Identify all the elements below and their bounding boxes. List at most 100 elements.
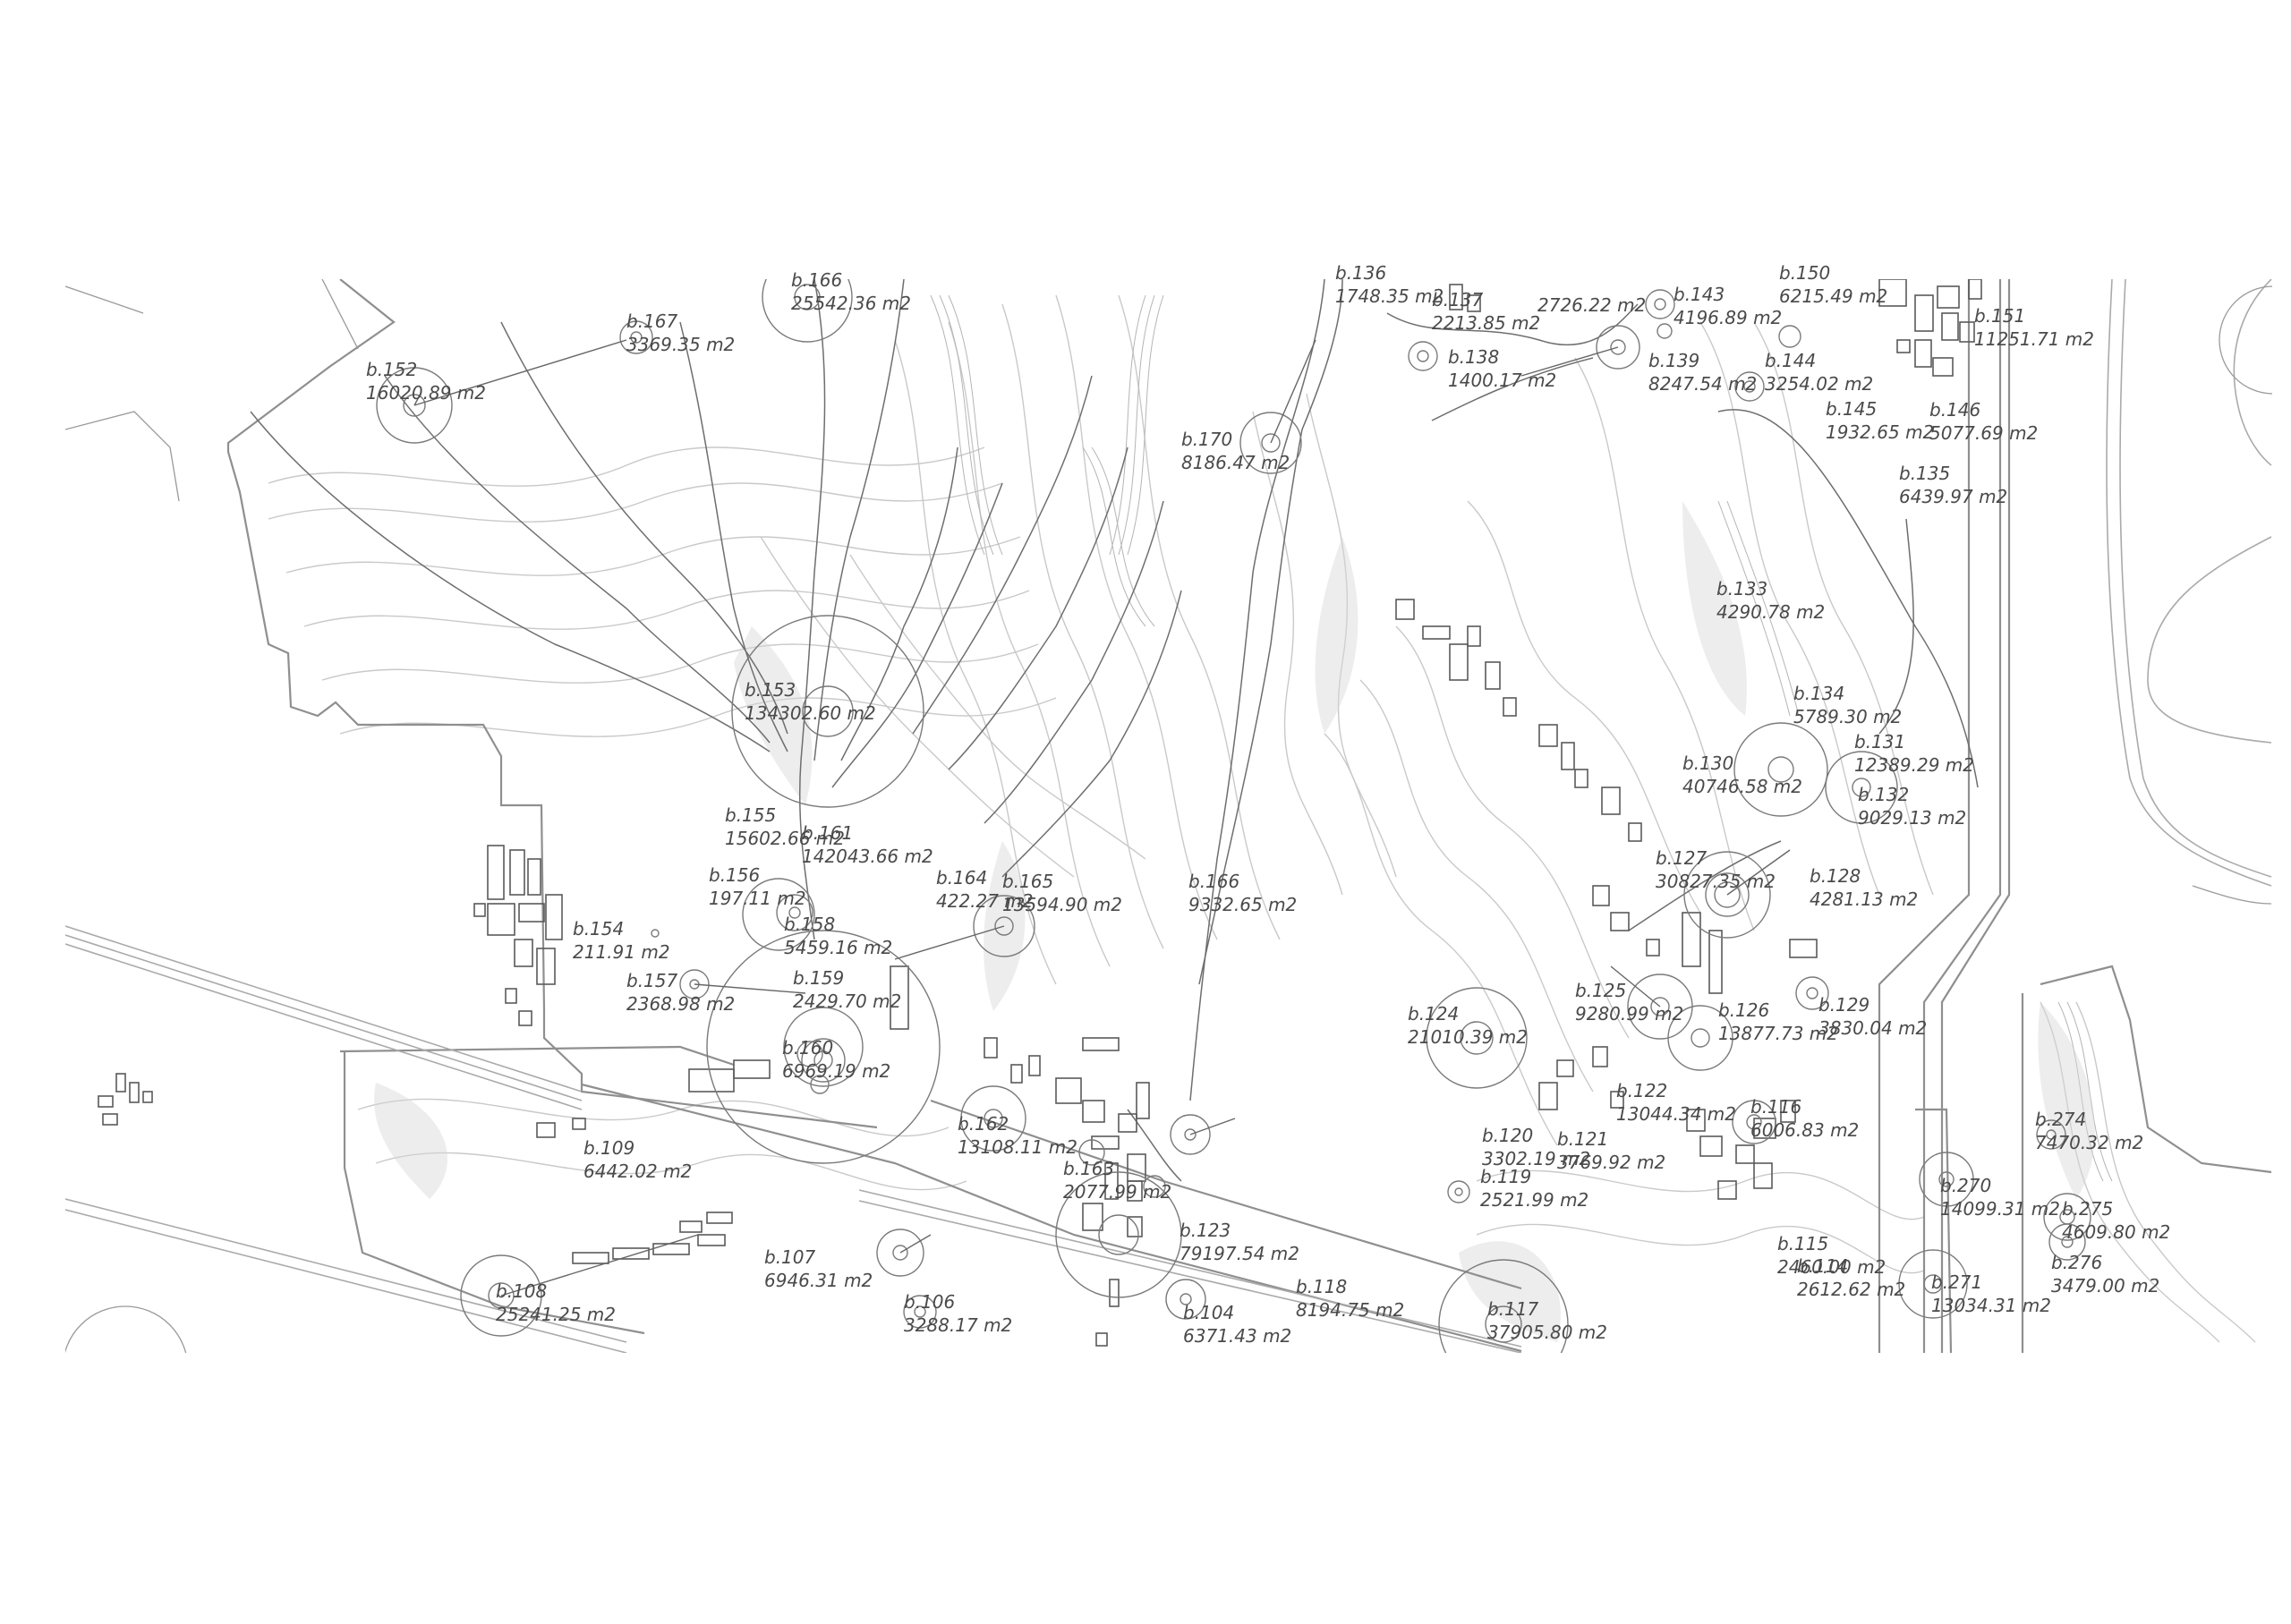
basin-id: b.153: [745, 679, 796, 701]
basin-area: 9332.65 m2: [1188, 894, 1297, 915]
basin-area: 6439.97 m2: [1899, 486, 2007, 507]
basin-id: b.166: [791, 269, 842, 291]
basin-area: 13594.90 m2: [1002, 894, 1122, 915]
basin-area: 3302.19 m2: [1482, 1148, 1590, 1169]
basin-id: b.160: [782, 1037, 833, 1059]
site-details: [65, 279, 2272, 1353]
basin-area: 9029.13 m2: [1858, 807, 1966, 829]
basin-label: 2726.22 m2: [1537, 294, 1646, 316]
basin-area: 37905.80 m2: [1487, 1322, 1607, 1343]
basin-id: b.271: [1931, 1271, 1982, 1293]
basin-area: 6946.31 m2: [764, 1270, 873, 1291]
basin-area: 2077.99 m2: [1063, 1181, 1171, 1203]
basin-area: 79197.54 m2: [1180, 1243, 1299, 1264]
basin-area: 5789.30 m2: [1793, 706, 1902, 727]
basin-circles: [376, 279, 2091, 1353]
basin-id: b.274: [2035, 1109, 2086, 1130]
shaded-slopes: [374, 501, 2095, 1342]
basin-id: b.116: [1750, 1096, 1801, 1118]
basin-area: 3369.35 m2: [626, 334, 735, 355]
basin-area: 134302.60 m2: [745, 702, 876, 724]
basin-id: b.130: [1682, 752, 1733, 774]
basin-id: b.114: [1797, 1255, 1848, 1277]
basin-id: b.132: [1858, 784, 1909, 805]
basin-id: b.163: [1063, 1158, 1114, 1179]
buildings: [98, 279, 1982, 1347]
basin-id: b.165: [1002, 871, 1053, 892]
basin-id: b.154: [573, 918, 624, 940]
basin-id: b.123: [1180, 1220, 1231, 1241]
basin-area: 142043.66 m2: [802, 846, 933, 867]
basin-area: 4609.80 m2: [2062, 1221, 2170, 1243]
streams: [250, 279, 1979, 1182]
basin-id: b.120: [1482, 1125, 1533, 1146]
basin-id: b.143: [1674, 284, 1725, 305]
basin-id: b.155: [725, 804, 776, 826]
basin-area: 11251.71 m2: [1974, 328, 2094, 350]
basin-area: 5077.69 m2: [1929, 422, 2038, 444]
basin-id: b.131: [1854, 731, 1905, 752]
basin-area: 6969.19 m2: [782, 1060, 890, 1082]
basin-id: b.276: [2051, 1252, 2102, 1273]
basin-id: b.115: [1777, 1233, 1828, 1254]
basin-id: b.157: [626, 970, 678, 991]
basin-area: 2612.62 m2: [1797, 1279, 1905, 1300]
basin-area: 21010.39 m2: [1408, 1026, 1528, 1048]
basin-area: 6215.49 m2: [1779, 285, 1887, 307]
dense-contour-bands: [930, 294, 2113, 1182]
basin-area: 3769.92 m2: [1557, 1152, 1665, 1173]
basin-id: b.137: [1432, 289, 1484, 310]
basin-area: 9280.99 m2: [1575, 1003, 1683, 1025]
basin-area: 8186.47 m2: [1181, 452, 1290, 473]
basin-id: b.135: [1899, 463, 1950, 484]
basin-id: b.134: [1793, 683, 1844, 704]
basin-id: b.152: [366, 359, 417, 380]
basin-area: 30827.35 m2: [1656, 871, 1776, 892]
basin-id: b.166: [1188, 871, 1239, 892]
basin-id: b.127: [1656, 847, 1708, 869]
basin-id: b.118: [1296, 1276, 1347, 1297]
basin-id: b.158: [784, 914, 835, 935]
basin-area: 2521.99 m2: [1480, 1189, 1588, 1211]
basin-area: 2368.98 m2: [626, 993, 735, 1015]
basin-area: 6371.43 m2: [1183, 1325, 1291, 1347]
basin-area: 1400.17 m2: [1448, 370, 1556, 391]
basin-area: 4281.13 m2: [1810, 889, 1918, 910]
basin-id: b.125: [1575, 980, 1626, 1001]
basin-area: 13108.11 m2: [958, 1136, 1077, 1158]
